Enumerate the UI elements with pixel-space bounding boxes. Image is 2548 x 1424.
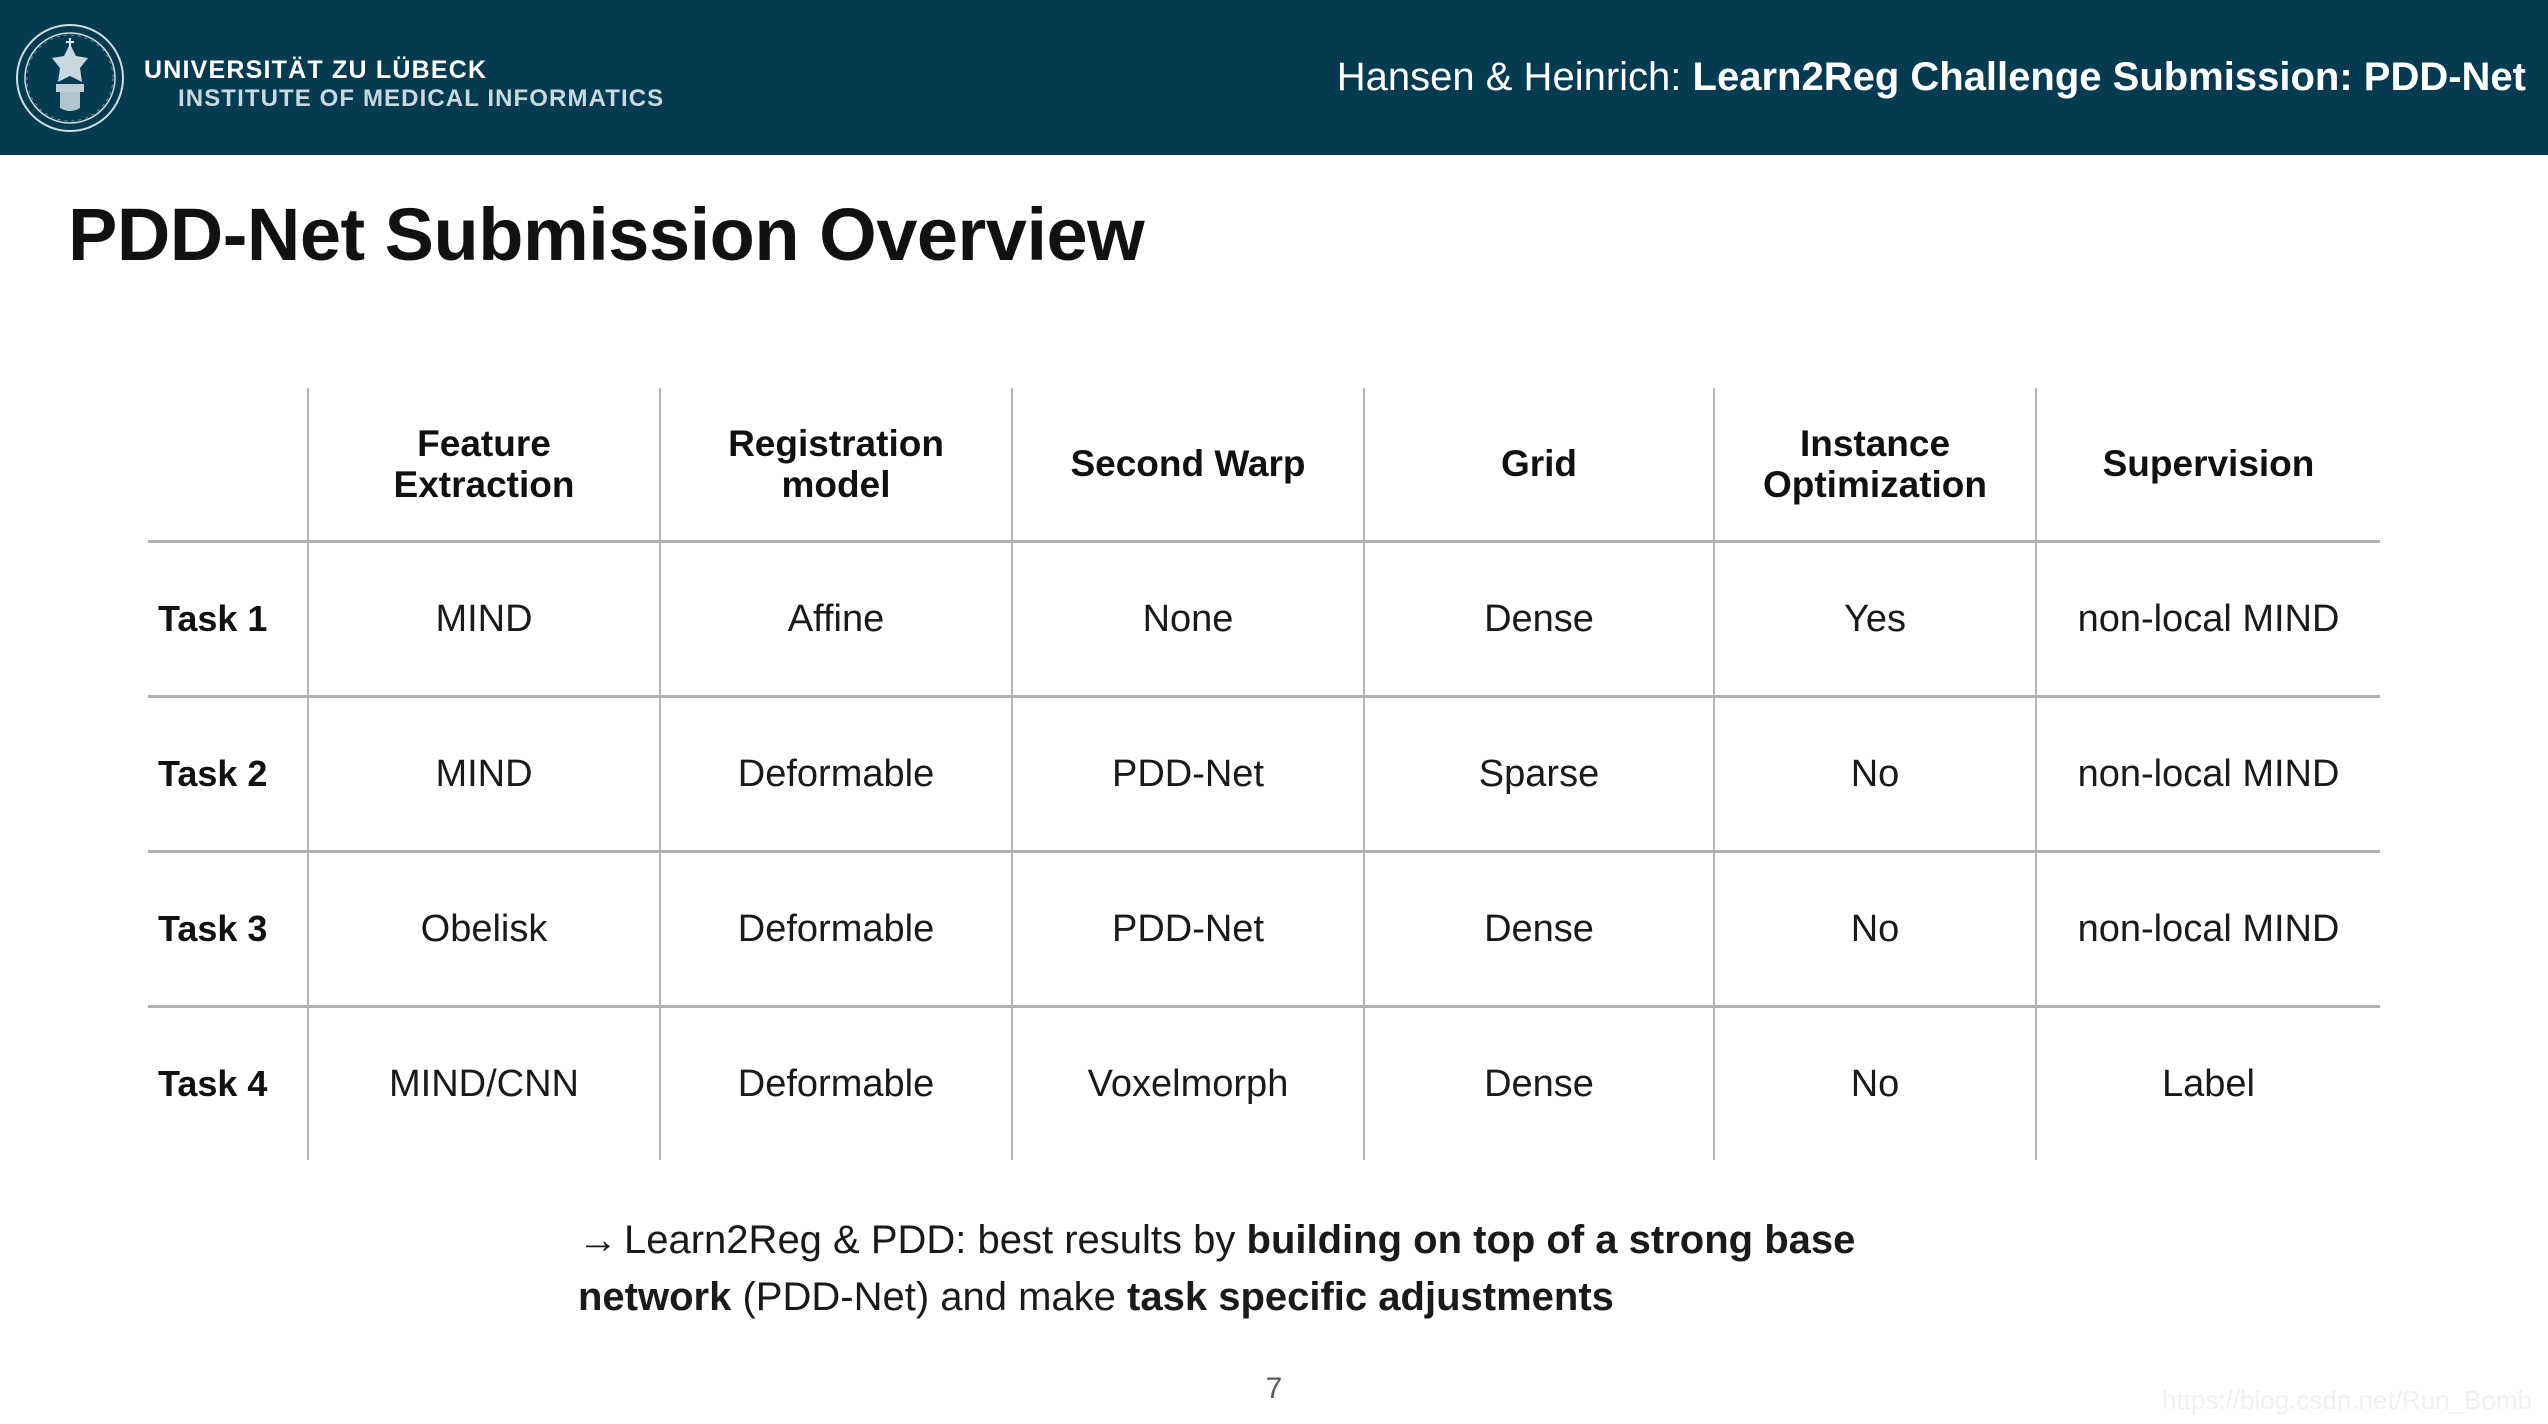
header-line-2: Extraction [393,464,575,505]
cell-registration-model: Affine [660,541,1013,697]
institute-name: INSTITUTE OF MEDICAL INFORMATICS [178,85,665,113]
row-label: Task 4 [148,1006,309,1160]
cell-feature-extraction: MIND [308,541,661,697]
arrow-right-icon: → [578,1218,618,1262]
caption-part-2: (PDD-Net) and make [731,1274,1128,1319]
header-line-1: Second Warp [1070,443,1306,485]
header-line-2: model [781,464,891,505]
university-seal-icon [14,22,126,134]
cell-registration-model: Deformable [660,696,1013,852]
column-header-instance-optimization: Instance Optimization [1714,388,2037,542]
table-row: Task 3 Obelisk Deformable PDD-Net Dense … [148,851,2380,1007]
caption-bold-1: building on top of a strong base network [578,1218,1856,1319]
column-header-blank [148,388,309,542]
column-header-second-warp: Second Warp [1012,388,1365,542]
row-label: Task 2 [148,696,309,852]
row-label: Task 1 [148,541,309,697]
header-line-2: Optimization [1762,464,1988,505]
banner-title: Hansen & Heinrich: Learn2Reg Challenge S… [1337,55,2530,100]
header-line-1: Registration [728,422,944,464]
table-body: Task 1 MIND Affine None Dense Yes non-lo… [148,541,2380,1160]
table-header-row: Feature Extraction Registration model Se… [148,388,2380,542]
header-line-1: Supervision [2102,443,2315,485]
cell-second-warp: Voxelmorph [1012,1006,1365,1160]
cell-feature-extraction: Obelisk [308,851,661,1007]
table-row: Task 4 MIND/CNN Deformable Voxelmorph De… [148,1006,2380,1160]
cell-feature-extraction: MIND [308,696,661,852]
page-title: PDD-Net Submission Overview [68,193,1145,276]
cell-grid: Dense [1364,1006,1715,1160]
cell-instance-optimization: No [1714,696,2037,852]
table-row: Task 2 MIND Deformable PDD-Net Sparse No… [148,696,2380,852]
cell-second-warp: PDD-Net [1012,851,1365,1007]
cell-registration-model: Deformable [660,851,1013,1007]
cell-second-warp: None [1012,541,1365,697]
brand-text: UNIVERSITÄT ZU LÜBECK INSTITUTE OF MEDIC… [144,42,664,114]
column-header-registration-model: Registration model [660,388,1013,542]
caption-bold-2: task specific adjustments [1127,1274,1614,1319]
watermark: https://blog.csdn.net/Run_Bomb [2161,1385,2532,1415]
header-line-1: Instance [1799,422,1951,464]
header-line-1: Feature [417,422,551,464]
university-name: UNIVERSITÄT ZU LÜBECK [144,55,488,84]
cell-supervision: non-local MIND [2077,907,2340,950]
cell-instance-optimization: Yes [1714,541,2037,697]
banner-authors: Hansen & Heinrich: [1336,55,1693,99]
cell-grid: Dense [1364,851,1715,1007]
cell-instance-optimization: No [1714,1006,2037,1160]
cell-supervision: Label [2162,1062,2255,1105]
cell-grid: Sparse [1364,696,1715,852]
row-label: Task 3 [148,851,309,1007]
top-banner: UNIVERSITÄT ZU LÜBECK INSTITUTE OF MEDIC… [0,0,2548,155]
cell-grid: Dense [1364,541,1715,697]
banner-subject: Learn2Reg Challenge Submission: PDD-Net [1692,55,2526,99]
table-header: Feature Extraction Registration model Se… [148,388,2380,542]
cell-supervision: non-local MIND [2077,597,2340,640]
page-number: 7 [1265,1372,1283,1405]
column-header-grid: Grid [1364,388,1715,542]
cell-registration-model: Deformable [660,1006,1013,1160]
caption-part-1: Learn2Reg & PDD: best results by [624,1218,1247,1262]
cell-supervision: non-local MIND [2077,752,2340,795]
cell-second-warp: PDD-Net [1012,696,1365,852]
table-row: Task 1 MIND Affine None Dense Yes non-lo… [148,541,2380,697]
header-line-1: Grid [1500,443,1578,485]
column-header-feature-extraction: Feature Extraction [308,388,661,542]
brand-block: UNIVERSITÄT ZU LÜBECK INSTITUTE OF MEDIC… [14,22,664,134]
submission-overview-table: Feature Extraction Registration model Se… [148,388,2380,1160]
column-header-supervision: Supervision [2036,388,2380,542]
summary-caption: →Learn2Reg & PDD: best results by buildi… [578,1212,1998,1326]
cell-feature-extraction: MIND/CNN [308,1006,661,1160]
cell-instance-optimization: No [1714,851,2037,1007]
